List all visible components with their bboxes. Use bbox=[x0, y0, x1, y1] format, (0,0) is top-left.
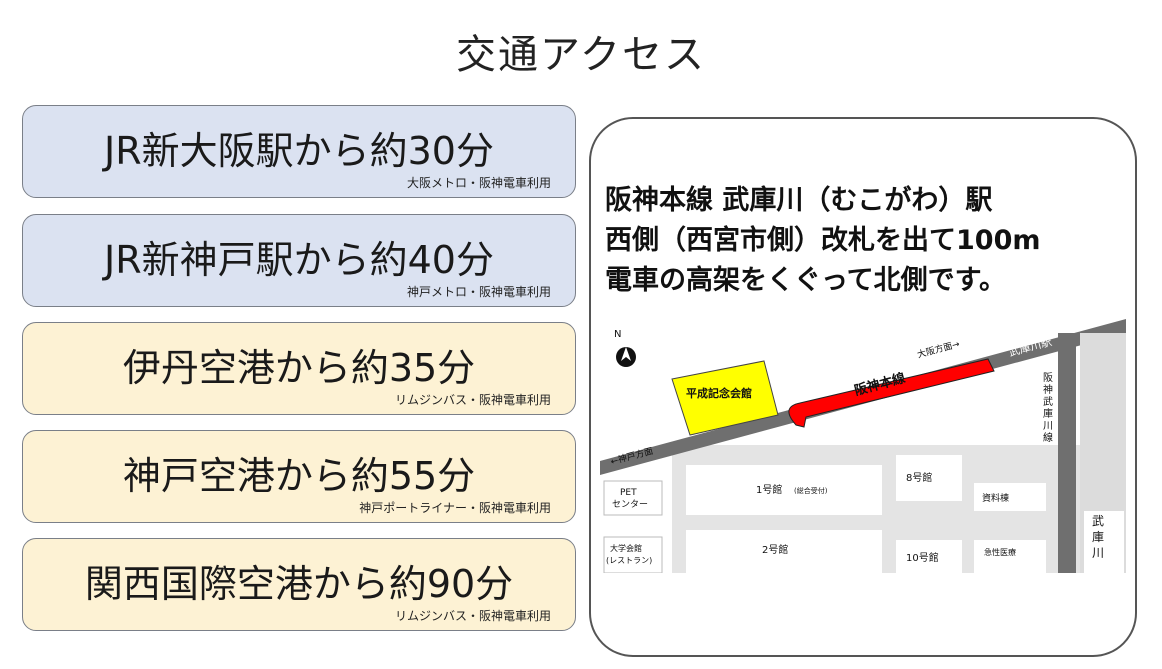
walking-route bbox=[788, 358, 995, 428]
building-2-label: 2号館 bbox=[762, 543, 788, 556]
north-label: N bbox=[614, 329, 621, 340]
pet-center-building bbox=[603, 480, 663, 516]
archive-building bbox=[974, 483, 1046, 511]
venue-label: 平成記念会館 bbox=[686, 386, 752, 400]
directions-line-3: 電車の高架をくぐって北側です。 bbox=[605, 265, 1006, 296]
access-map-panel: 阪神本線 武庫川（むこがわ）駅 西側（西宮市側）改札を出て100m 電車の高架を… bbox=[589, 117, 1137, 657]
mukogawa-line bbox=[1058, 333, 1076, 573]
route-title: 神戸空港から約55分 bbox=[122, 454, 476, 498]
route-title: JR新神戸駅から約40分 bbox=[104, 238, 494, 282]
route-note: リムジンバス・阪神電車利用 bbox=[394, 609, 551, 623]
directions-line-2: 西側（西宮市側）改札を出て100m bbox=[605, 225, 1041, 256]
building-8-label: 8号館 bbox=[906, 471, 932, 484]
venue-heisei-kinen-kaikan bbox=[671, 360, 779, 436]
directions-line-1: 阪神本線 武庫川（むこがわ）駅 bbox=[605, 185, 993, 216]
route-note: 神戸ポートライナー・阪神電車利用 bbox=[359, 501, 551, 515]
pet-center-label-1: PET bbox=[620, 488, 637, 498]
route-title: JR新大阪駅から約30分 bbox=[104, 129, 494, 173]
mukogawa-line-label: 阪神武庫川線 bbox=[1043, 371, 1053, 444]
campus-map: 平成記念会館 N 武庫川駅 阪神本線 大阪方面→ ←神戸方面 阪神武庫川線 武庫… bbox=[600, 319, 1126, 573]
route-note: リムジンバス・阪神電車利用 bbox=[394, 393, 551, 407]
route-note: 大阪メトロ・阪神電車利用 bbox=[406, 176, 551, 190]
building-10 bbox=[896, 540, 962, 573]
directions-text: 阪神本線 武庫川（むこがわ）駅 西側（西宮市側）改札を出て100m 電車の高架を… bbox=[605, 181, 1041, 301]
route-title: 関西国際空港から約90分 bbox=[84, 562, 514, 606]
building-1-note: (総合受付) bbox=[794, 486, 828, 495]
route-shin-kobe: JR新神戸駅から約40分 神戸メトロ・阪神電車利用 bbox=[22, 214, 576, 307]
cafeteria-label-2: (レストラン) bbox=[606, 556, 652, 565]
building-8 bbox=[896, 455, 962, 501]
building-10-label: 10号館 bbox=[906, 551, 939, 564]
route-kobe-airport: 神戸空港から約55分 神戸ポートライナー・阪神電車利用 bbox=[22, 430, 576, 523]
route-itami-airport: 伊丹空港から約35分 リムジンバス・阪神電車利用 bbox=[22, 322, 576, 415]
route-title: 伊丹空港から約35分 bbox=[122, 346, 476, 390]
emergency-building bbox=[974, 540, 1046, 573]
river-label: 武庫川 bbox=[1092, 514, 1104, 560]
building-1-label: 1号館 bbox=[756, 483, 782, 496]
route-shin-osaka: JR新大阪駅から約30分 大阪メトロ・阪神電車利用 bbox=[22, 105, 576, 198]
building-1 bbox=[686, 465, 882, 515]
route-kansai-airport: 関西国際空港から約90分 リムジンバス・阪神電車利用 bbox=[22, 538, 576, 631]
emergency-label: 急性医療 bbox=[984, 547, 1016, 557]
cafeteria-label-1: 大学会館 bbox=[610, 543, 642, 553]
page-title: 交通アクセス bbox=[456, 32, 706, 78]
cafeteria-building bbox=[603, 536, 663, 573]
osaka-direction-label: 大阪方面→ bbox=[916, 338, 962, 361]
route-note: 神戸メトロ・阪神電車利用 bbox=[406, 285, 551, 299]
pet-center-label-2: センター bbox=[612, 499, 648, 510]
building-2 bbox=[686, 530, 882, 573]
archive-label: 資料棟 bbox=[982, 492, 1009, 504]
